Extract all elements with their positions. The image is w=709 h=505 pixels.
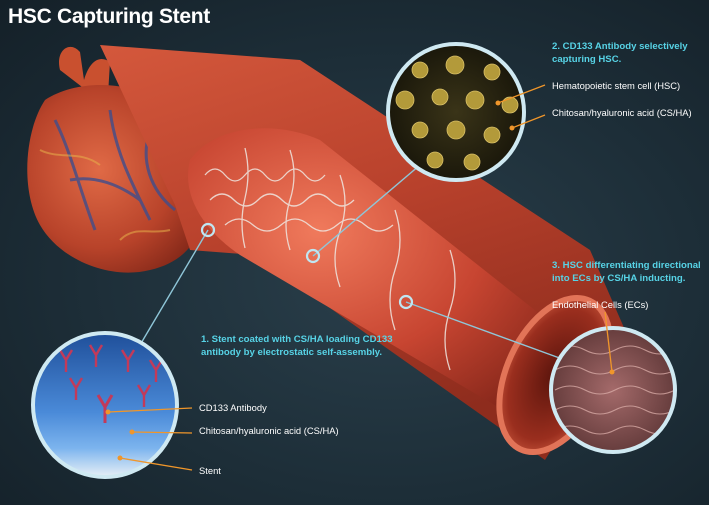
label-ecs: Endothelial Cells (ECs) (552, 299, 649, 310)
coating-magnifier (31, 331, 179, 479)
hsc-magnifier (386, 42, 526, 182)
label-csha-top: Chitosan/hyaluronic acid (CS/HA) (552, 107, 692, 118)
label-stent: Stent (199, 465, 221, 476)
label-leaders (107, 84, 613, 471)
connector-lines (139, 164, 566, 361)
step-2-caption: 2. CD133 Antibody selectively capturing … (552, 41, 688, 65)
marker-ring-ec (398, 294, 414, 310)
label-hsc: Hematopoietic stem cell (HSC) (552, 80, 681, 91)
step-3-caption: 3. HSC differentiating directional into … (552, 260, 701, 284)
stent-mesh (204, 147, 456, 371)
marker-ring-stent (200, 222, 216, 238)
page-title: HSC Capturing Stent (8, 5, 210, 28)
marker-ring-hsc (305, 248, 321, 264)
ec-magnifier (549, 326, 677, 454)
step-1-caption: 1. Stent coated with CS/HA loading CD133… (201, 334, 393, 358)
label-cd133: CD133 Antibody (199, 402, 267, 413)
label-dots (105, 100, 615, 461)
label-csha-bottom: Chitosan/hyaluronic acid (CS/HA) (199, 425, 339, 436)
